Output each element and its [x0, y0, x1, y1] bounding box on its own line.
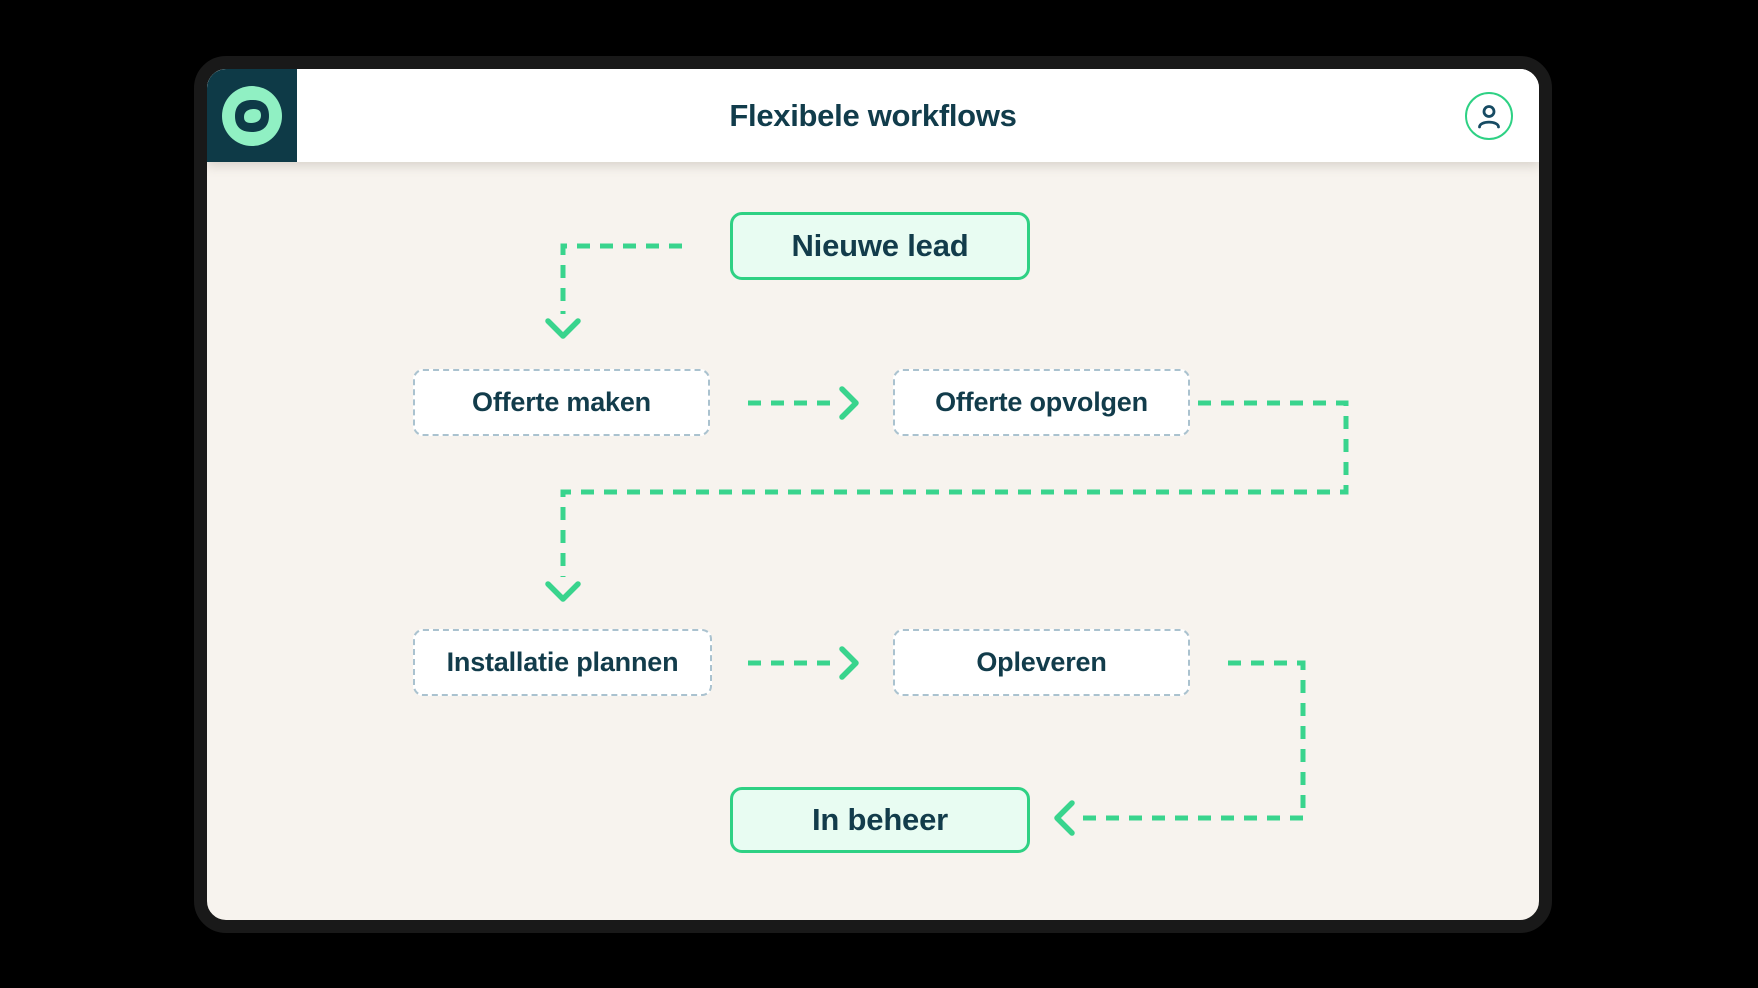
workflow-node-offerte-maken[interactable]: Offerte maken: [413, 369, 710, 436]
workflow-node-installatie-plannen[interactable]: Installatie plannen: [413, 629, 712, 696]
user-icon: [1478, 105, 1500, 129]
logo-block: [207, 69, 297, 162]
user-avatar-button[interactable]: [1465, 92, 1513, 140]
workflow-node-opleveren[interactable]: Opleveren: [893, 629, 1190, 696]
workflow-node-in-beheer[interactable]: In beheer: [730, 787, 1030, 853]
page-title: Flexibele workflows: [729, 97, 1017, 133]
app-header: Flexibele workflows: [207, 69, 1539, 162]
app-logo-icon: [222, 85, 282, 146]
workflow-node-nieuwe-lead[interactable]: Nieuwe lead: [730, 212, 1030, 280]
workflow-node-offerte-opvolgen[interactable]: Offerte opvolgen: [893, 369, 1190, 436]
